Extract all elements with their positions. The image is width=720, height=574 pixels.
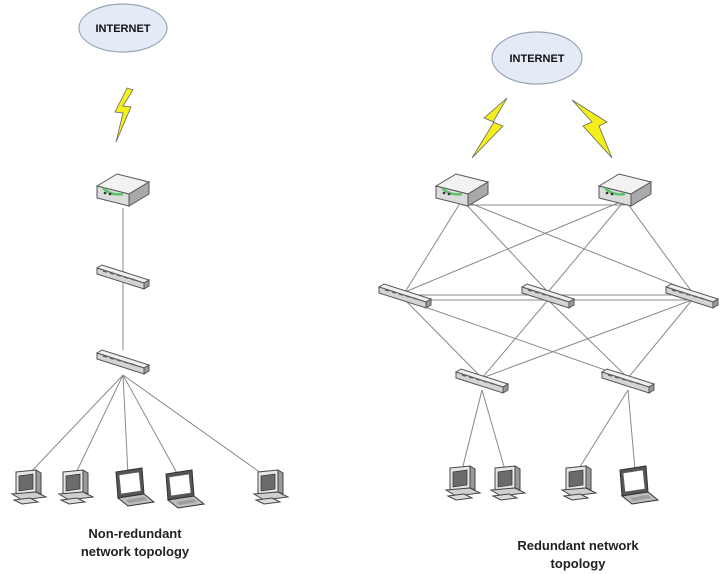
desktop-computer-icon	[445, 465, 481, 501]
laptop-icon	[165, 469, 205, 509]
lightning-icon	[571, 99, 613, 159]
switch-to-pc-link	[74, 374, 124, 476]
left-caption-line2: network topology	[80, 544, 190, 559]
switch-to-laptop-link	[122, 374, 129, 476]
laptop-icon	[619, 465, 659, 505]
router-to-switch-link	[404, 199, 463, 293]
desktop-computer-icon	[11, 469, 47, 505]
right-caption-line1: Redundant network	[517, 538, 639, 553]
left-topology: INTERNET	[11, 3, 289, 509]
switch-icon	[521, 283, 575, 309]
switch-to-pc-link	[461, 389, 483, 471]
right-topology: INTERNET	[378, 31, 719, 505]
router-icon	[95, 172, 151, 208]
internet-cloud-icon: INTERNET	[78, 3, 168, 53]
router-to-switch-link	[547, 199, 626, 293]
laptop-icon	[115, 467, 155, 507]
switch-to-pc-link	[481, 389, 506, 471]
router-icon	[434, 172, 490, 208]
right-caption-line2: topology	[550, 556, 606, 571]
router-to-switch-link	[461, 199, 549, 293]
router-to-switch-link	[624, 199, 693, 293]
switch-icon	[455, 368, 509, 394]
internet-cloud-icon: INTERNET	[491, 31, 583, 85]
desktop-computer-icon	[490, 465, 526, 501]
switch-to-switch-link	[481, 299, 549, 379]
switch-to-pc-link	[577, 389, 629, 471]
left-caption: Non-redundant network topology	[40, 525, 230, 561]
switch-icon	[665, 283, 719, 309]
lightning-icon	[471, 97, 508, 159]
desktop-computer-icon	[253, 469, 289, 505]
switch-to-switch-link	[481, 299, 693, 379]
left-caption-line1: Non-redundant	[88, 526, 182, 541]
lightning-icon	[114, 87, 134, 143]
switch-to-switch-link	[627, 299, 693, 379]
switch-to-laptop-link	[627, 389, 636, 471]
right-links	[404, 199, 693, 471]
internet-label: INTERNET	[510, 53, 565, 65]
switch-to-switch-link	[404, 299, 483, 379]
switch-to-laptop-link	[122, 374, 179, 476]
desktop-computer-icon	[561, 465, 597, 501]
switch-to-pc-link	[122, 374, 269, 479]
internet-label: INTERNET	[96, 23, 151, 35]
left-links	[27, 208, 269, 479]
router-icon	[597, 172, 653, 208]
switch-icon	[378, 283, 432, 309]
desktop-computer-icon	[58, 469, 94, 505]
router-to-switch-link	[404, 199, 626, 293]
right-caption: Redundant network topology	[478, 537, 678, 573]
switch-icon	[96, 349, 150, 375]
switch-icon	[601, 368, 655, 394]
router-to-switch-link	[461, 199, 693, 293]
switch-to-pc-link	[27, 374, 124, 476]
switch-to-switch-link	[404, 299, 629, 379]
